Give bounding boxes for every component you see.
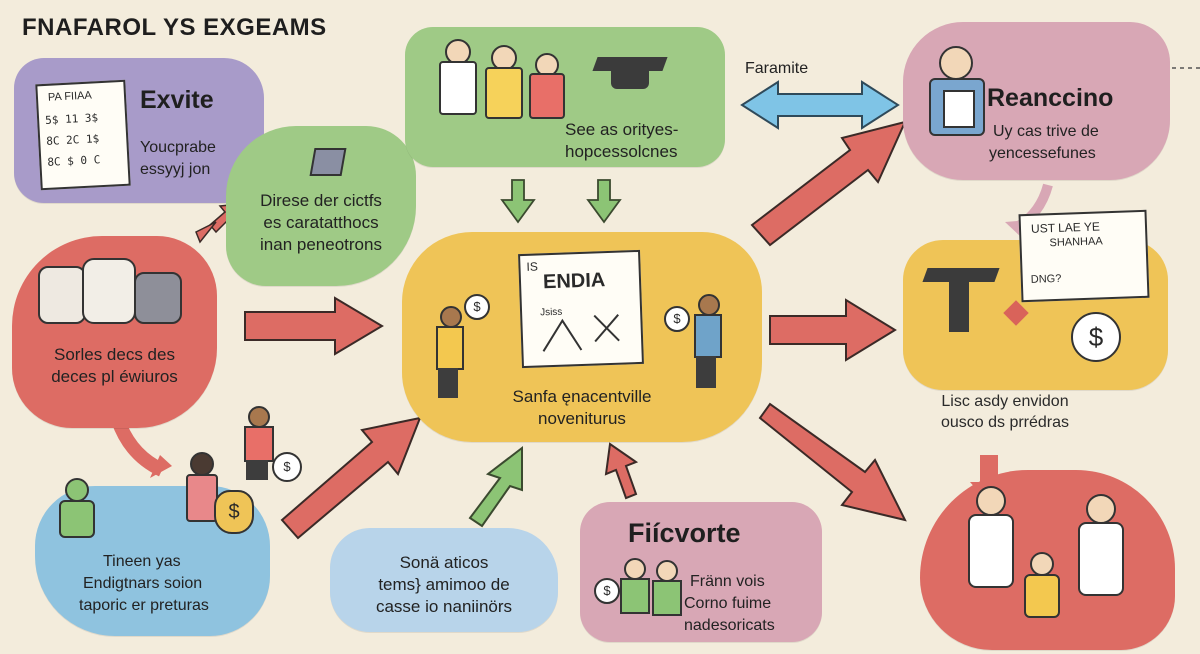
family-icon	[956, 486, 1146, 636]
arrow-bottomleft-to-center	[280, 416, 422, 540]
node-bottom-center-blue: Sonä aticos tems} amimoo de casse io nan…	[330, 528, 558, 632]
jar-icon-1	[38, 266, 86, 324]
money-bag-icon: $	[214, 490, 254, 534]
node-top-right-heading: Reanccino	[987, 84, 1114, 112]
node-bottom-pink-heading: Fiícvorte	[628, 518, 741, 548]
node-top-left-text-1: Youcprabe	[140, 139, 216, 156]
node-bottom-pink-text-2: Corno fuime	[684, 595, 772, 612]
board-line-1: UST LAE YE	[1030, 219, 1101, 236]
node-bottom-left-text-1: Tineen yas	[103, 553, 181, 570]
whiteboard: UST LAE YE SHANHAA DNG?	[1018, 209, 1150, 303]
person-right-icon	[690, 294, 724, 394]
node-bottom-pink-text-3: nadesoricats	[684, 617, 775, 634]
node-bottom-center-text-3: casse io naniinörs	[375, 597, 513, 616]
node-center-text-2: noveniturus	[538, 409, 626, 428]
people-group-icon	[439, 39, 569, 151]
person-woman-icon	[182, 452, 218, 528]
board-line-3: DNG?	[1030, 272, 1062, 286]
diagram-title: FNAFAROL YS EXGEAMS	[22, 14, 327, 41]
arrow-green-up	[468, 445, 523, 528]
node-center-yellow: IS ENDIA Jsiss $ $ Sanfa ęnacentville no…	[402, 232, 762, 442]
sheet-row-1: 5$ 11 3$	[44, 111, 99, 127]
node-top-center-text-2: hopcessolcnes	[565, 142, 678, 161]
node-right-text-2: ousco ds prrédras	[940, 414, 1070, 431]
pedestal-icon	[949, 282, 969, 332]
node-bottom-left-text-3: taporic er preturas	[79, 597, 209, 614]
node-left-red-text-2: deces pl éwiuros	[51, 367, 178, 386]
kids-icon	[620, 558, 690, 628]
node-top-left-text-2: essyyj jon	[140, 161, 211, 178]
sheet-title: PA FIIAA	[47, 89, 93, 104]
dollar-coin-icon: $	[664, 306, 690, 332]
node-bottom-pink: Fiícvorte $ Fränn vois Corno fuime nades…	[580, 502, 822, 642]
node-mid-left-text-2: es caratatthocs	[263, 213, 379, 232]
node-center-text-1: Sanfa ęnacentville	[512, 387, 652, 406]
node-bottom-center-text-2: tems} amimoo de	[378, 575, 510, 594]
graduation-cap-base	[611, 69, 649, 89]
box-icon	[309, 148, 347, 176]
node-top-right-text-1: Uy cas trive de	[993, 123, 1099, 140]
node-bottom-left-text-2: Endigtnars soion	[83, 575, 203, 592]
node-bottom-center-text-1: Sonä aticos	[399, 553, 489, 572]
arrow-red-up-small	[604, 442, 639, 500]
coins-icon: $	[272, 452, 302, 482]
arrow-left-curve-down	[111, 417, 172, 478]
mountain-icon	[542, 314, 620, 352]
arrow-left-to-center	[244, 296, 384, 356]
arrow-blue-double	[740, 80, 900, 130]
node-left-red-text-1: Sorles decs des	[54, 345, 175, 364]
jar-icon-2	[82, 258, 136, 324]
graduation-cap-icon	[922, 268, 1000, 282]
document-icon: PA FIIAA 5$ 11 3$ 8C 2C 1$ 8C $ 0 C	[35, 79, 131, 191]
dollar-coin-icon: $	[1071, 312, 1121, 362]
sheet-row-3: 8C $ 0 C	[47, 153, 101, 169]
node-top-right-text-2: yencessefunes	[989, 145, 1096, 162]
node-right-text-1: Lisc asdy envidon	[941, 393, 1069, 410]
person-left-icon	[432, 306, 466, 402]
node-mid-left-green: Direse der cictfs es caratatthocs inan p…	[226, 126, 416, 286]
arrow-center-to-right	[769, 298, 897, 362]
node-top-left: Exvite Youcprabe essyyj jon PA FIIAA 5$ …	[14, 58, 264, 203]
node-left-red: Sorles decs des deces pl éwiuros	[12, 236, 217, 428]
node-mid-left-text-3: inan peneotrons	[260, 235, 382, 254]
board-line-2: SHANHAA	[1049, 235, 1103, 250]
sheet-row-2: 8C 2C 1$	[45, 132, 100, 148]
person-sitting-icon	[55, 478, 95, 538]
person-child-icon	[242, 406, 274, 482]
node-top-center-green: See as orityes- hopcessolcnes	[405, 27, 725, 167]
node-top-center-text-1: See as orityes-	[565, 120, 679, 139]
poster-icon: IS ENDIA Jsiss	[518, 249, 644, 369]
node-top-right-pink: Reanccino Uy cas trive de yencessefunes	[903, 22, 1170, 180]
dollar-coin-icon: $	[594, 578, 620, 604]
arrow-green-down-2	[586, 179, 622, 224]
node-bottom-pink-text-1: Fränn vois	[690, 573, 765, 590]
arrow-green-down-1	[500, 179, 536, 224]
arrow-center-to-bottomright	[758, 402, 907, 522]
heart-icon	[1003, 300, 1029, 326]
node-bottom-right-red	[920, 470, 1175, 650]
node-top-left-heading: Exvite	[140, 86, 214, 114]
person-reading-icon	[925, 46, 985, 156]
node-mid-left-text-1: Direse der cictfs	[260, 191, 382, 210]
dollar-coin-icon: $	[464, 294, 490, 320]
arrow-center-to-topright	[750, 120, 907, 247]
jar-icon-3	[134, 272, 182, 324]
label-faramite: Faramite	[745, 60, 809, 77]
